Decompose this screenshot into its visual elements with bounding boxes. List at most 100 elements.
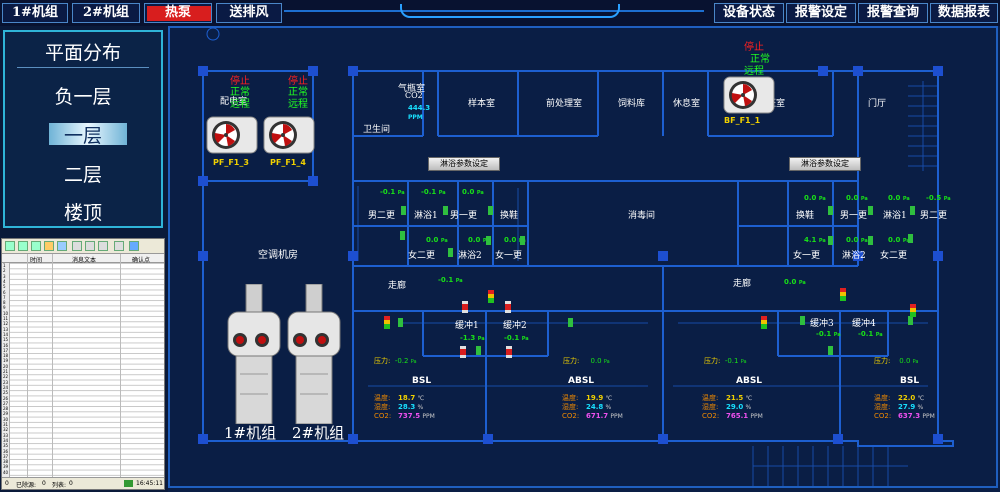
lab1-name: BSL — [412, 376, 432, 386]
floor-item-b1[interactable]: 负一层 — [54, 86, 112, 108]
fan3-label: BF_F1_1 — [724, 116, 761, 125]
room-shower2-left: 淋浴2 — [458, 251, 482, 261]
fan3-status-stop: 停止 — [744, 42, 764, 53]
lab3-pressure: 压力: -0.1 Pa — [704, 357, 747, 365]
fan-icon[interactable] — [263, 116, 315, 154]
scroll-arrows-icon[interactable] — [129, 241, 139, 251]
loop-icon[interactable] — [31, 241, 41, 251]
row-number: 23 — [3, 379, 9, 385]
pressure-right-shower1: 0.0 Pa — [888, 194, 910, 202]
filter-icon[interactable] — [44, 241, 54, 251]
row-number: 25 — [3, 390, 9, 396]
row-number: 29 — [3, 411, 9, 417]
pressure-sensor — [486, 236, 491, 245]
unit2-button[interactable]: 2#机组 — [72, 3, 140, 23]
floor-item-f2[interactable]: 二层 — [63, 164, 102, 186]
data-report-button[interactable]: 数据报表 — [930, 3, 998, 23]
connection-icon — [124, 480, 133, 487]
fan2-status-remote: 远程 — [288, 99, 308, 110]
alarm-settings-button[interactable]: 报警设定 — [786, 3, 856, 23]
fan1-status-ok: 正常 — [230, 87, 250, 98]
alarm-grid-toolbar — [2, 239, 164, 254]
lab3-env: 温度:21.5 ℃ 湿度:29.0 % CO2:765.1 PPM — [702, 394, 763, 420]
alarm-grid-rows[interactable] — [2, 263, 164, 477]
room-f2-change-left: 女二更 — [408, 251, 436, 261]
pressure-buffer2: -0.1 Pa — [504, 334, 529, 342]
shower-param-button-left[interactable]: 淋浴参数设定 — [428, 157, 500, 171]
room-shower2-right: 淋浴2 — [842, 251, 866, 261]
floor-plan: 配电室 卫生间 气瓶室 CO2 444.3 PPM 样本室 前处理室 饲料库 休… — [168, 26, 1000, 492]
hot-pump-label: 热泵 — [164, 5, 191, 20]
row-number: 1 — [3, 263, 6, 268]
sort-icon[interactable] — [57, 241, 67, 251]
pressure-left-m2: -0.1 Pa — [380, 188, 405, 196]
pressure-buffer3: -0.1 Pa — [816, 330, 841, 338]
lab3-name: ABSL — [736, 376, 763, 386]
row-number: 2 — [3, 268, 6, 274]
row-number: 21 — [3, 369, 9, 374]
ahu1-label: 1#机组 — [224, 424, 277, 442]
floor-item-roof[interactable]: 楼顶 — [63, 202, 102, 224]
exhaust-fan-button[interactable]: 送排风 — [216, 3, 282, 23]
room-corridor-right: 走廊 — [733, 279, 752, 289]
row-number: 37 — [3, 453, 9, 459]
lab2-name: ABSL — [568, 376, 595, 386]
floor-item-f1[interactable]: 一层 — [5, 121, 161, 148]
row-number: 39 — [3, 464, 9, 470]
row-number: 14 — [3, 331, 9, 337]
ahu-unit-icon[interactable] — [286, 284, 342, 424]
row-number: 33 — [3, 432, 9, 438]
top-nav-bar: 1#机组 2#机组 热泵 送排风 设备状态 报警设定 报警查询 数据报表 — [0, 0, 1000, 26]
room-toilet: 卫生间 — [363, 125, 391, 135]
shower-param-button-right[interactable]: 淋浴参数设定 — [789, 157, 861, 171]
hot-pump-button[interactable]: 热泵 — [144, 3, 212, 23]
ahu-unit-icon[interactable] — [226, 284, 282, 424]
pressure-sensor — [448, 248, 453, 257]
room-disinfect: 消毒间 — [628, 211, 656, 221]
selected-highlight — [49, 123, 127, 145]
pressure-sensor — [443, 206, 448, 215]
device-status-button[interactable]: 设备状态 — [714, 3, 784, 23]
pressure-sensor — [828, 346, 833, 355]
lab2-pressure: 压力: 0.0 Pa — [563, 357, 610, 365]
pressure-buffer4: -0.1 Pa — [858, 330, 883, 338]
row-number: 17 — [3, 347, 9, 353]
list-icon[interactable] — [114, 241, 124, 251]
fan-icon[interactable] — [206, 116, 258, 154]
pressure-sensor — [908, 316, 913, 325]
row-number: 27 — [3, 400, 9, 406]
room-buffer2: 缓冲2 — [503, 321, 527, 331]
pressure-sensor — [488, 206, 493, 215]
confirm-all-icon[interactable] — [18, 241, 28, 251]
row-number: 35 — [3, 443, 9, 449]
lab2-env: 温度:19.9 ℃ 湿度:24.8 % CO2:671.7 PPM — [562, 394, 623, 420]
pressure-sensor — [910, 206, 915, 215]
fan3-status-ok: 正常 — [750, 54, 770, 65]
room-f2-change-right: 女二更 — [880, 251, 908, 261]
print-icon[interactable] — [98, 241, 108, 251]
unit1-button[interactable]: 1#机组 — [2, 3, 68, 23]
pressure-sensor — [868, 236, 873, 245]
lab4-pressure: 压力: 0.0 Pa — [874, 357, 919, 365]
status-time: 16:45:11 — [136, 480, 163, 487]
settings-icon[interactable] — [72, 241, 82, 251]
alarm-query-button[interactable]: 报警查询 — [858, 3, 928, 23]
alarm-grid-header: 时间 消息文本 确认点 — [2, 254, 164, 264]
fan-icon[interactable] — [723, 76, 775, 114]
export-icon[interactable] — [85, 241, 95, 251]
room-corridor-left: 走廊 — [388, 281, 407, 291]
pressure-right-shoe: 0.0 Pa — [804, 194, 826, 202]
room-pretreat: 前处理室 — [546, 99, 583, 109]
confirm-icon[interactable] — [5, 241, 15, 251]
grid-line — [120, 254, 121, 477]
door-lock-icon — [506, 346, 512, 358]
pressure-buffer1: -1.3 Pa — [460, 334, 485, 342]
pressure-sensor — [828, 206, 833, 215]
row-number: 20 — [3, 363, 9, 369]
lab4-name: BSL — [900, 376, 920, 386]
signal-light-icon — [488, 290, 494, 303]
signal-light-icon — [910, 304, 916, 317]
grid-line — [27, 254, 28, 477]
pressure-left-m1: 0.0 Pa — [462, 188, 484, 196]
room-f1-change-left: 女一更 — [495, 251, 523, 261]
